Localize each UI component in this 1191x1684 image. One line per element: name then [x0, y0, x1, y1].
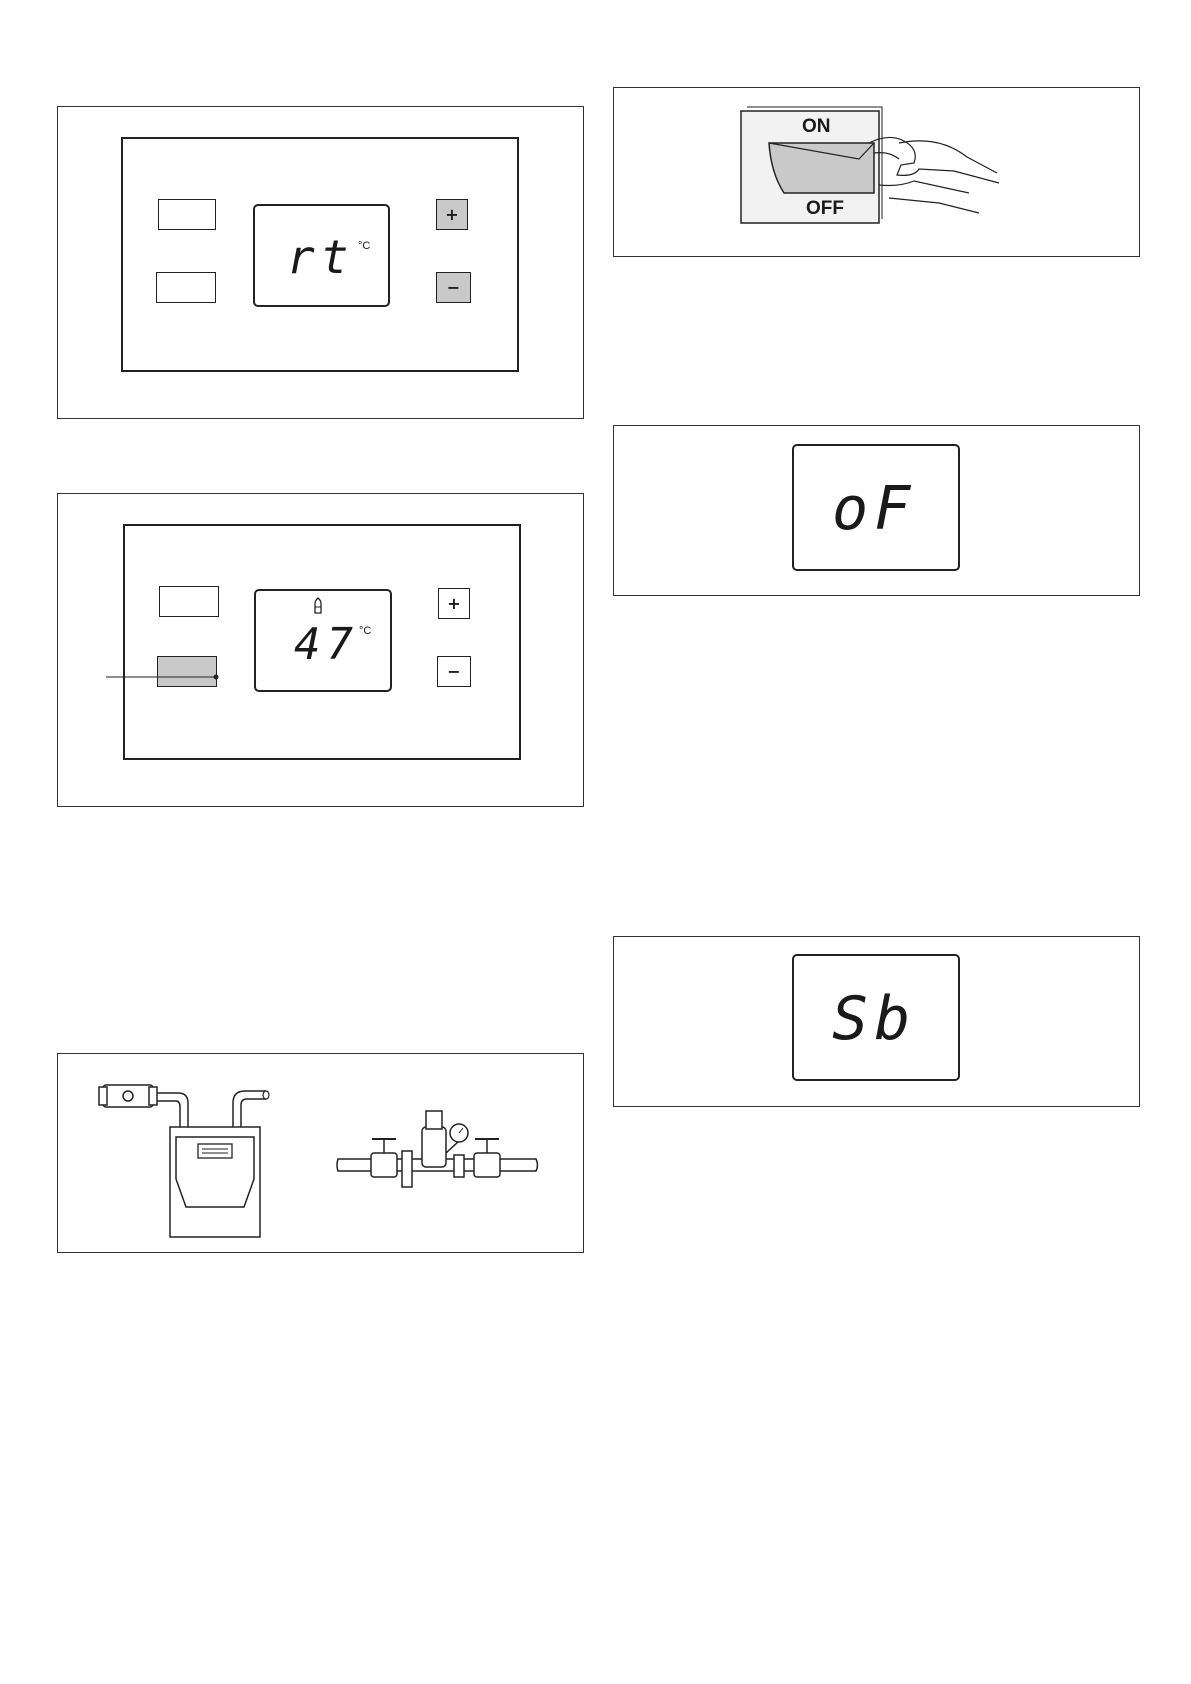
switch-on-label: ON: [802, 116, 831, 138]
figure-main-switch: ON OFF: [613, 87, 1140, 257]
plus-button[interactable]: +: [438, 588, 470, 619]
figure-gas-and-water-shutoff: [57, 1053, 584, 1253]
figure-display-of: oF: [613, 425, 1140, 596]
mode-button-top[interactable]: [158, 199, 216, 230]
callout-line: [106, 674, 226, 682]
display-unit: °C: [358, 240, 370, 252]
figure-control-panel-rt: rt °C + −: [57, 106, 584, 419]
lcd-display: rt °C: [253, 204, 390, 307]
control-panel: rt °C + −: [121, 137, 519, 372]
figure-display-sb: Sb: [613, 936, 1140, 1107]
minus-button[interactable]: −: [437, 656, 471, 687]
gas-meter-icon: [98, 1079, 288, 1239]
lcd-display: 47 °C: [254, 589, 392, 692]
figure-control-panel-47: 47 °C + −: [57, 493, 584, 807]
main-switch-illustration: [739, 103, 1019, 233]
display-code: rt: [287, 230, 354, 284]
display-code: oF: [832, 474, 916, 544]
mode-button-bottom[interactable]: [156, 272, 216, 303]
plus-button[interactable]: +: [436, 199, 468, 230]
mode-button-bottom-highlighted[interactable]: [157, 656, 217, 687]
display-temperature: 47: [294, 619, 359, 670]
display-unit: °C: [359, 625, 371, 637]
control-panel: 47 °C + −: [123, 524, 521, 760]
hot-water-icon: [313, 597, 323, 615]
mode-button-top[interactable]: [159, 586, 219, 617]
lcd-display: oF: [792, 444, 960, 571]
water-valve-assembly-icon: [336, 1109, 551, 1209]
display-code: Sb: [832, 984, 916, 1054]
lcd-display: Sb: [792, 954, 960, 1081]
switch-off-label: OFF: [806, 198, 844, 220]
minus-button[interactable]: −: [436, 272, 471, 303]
